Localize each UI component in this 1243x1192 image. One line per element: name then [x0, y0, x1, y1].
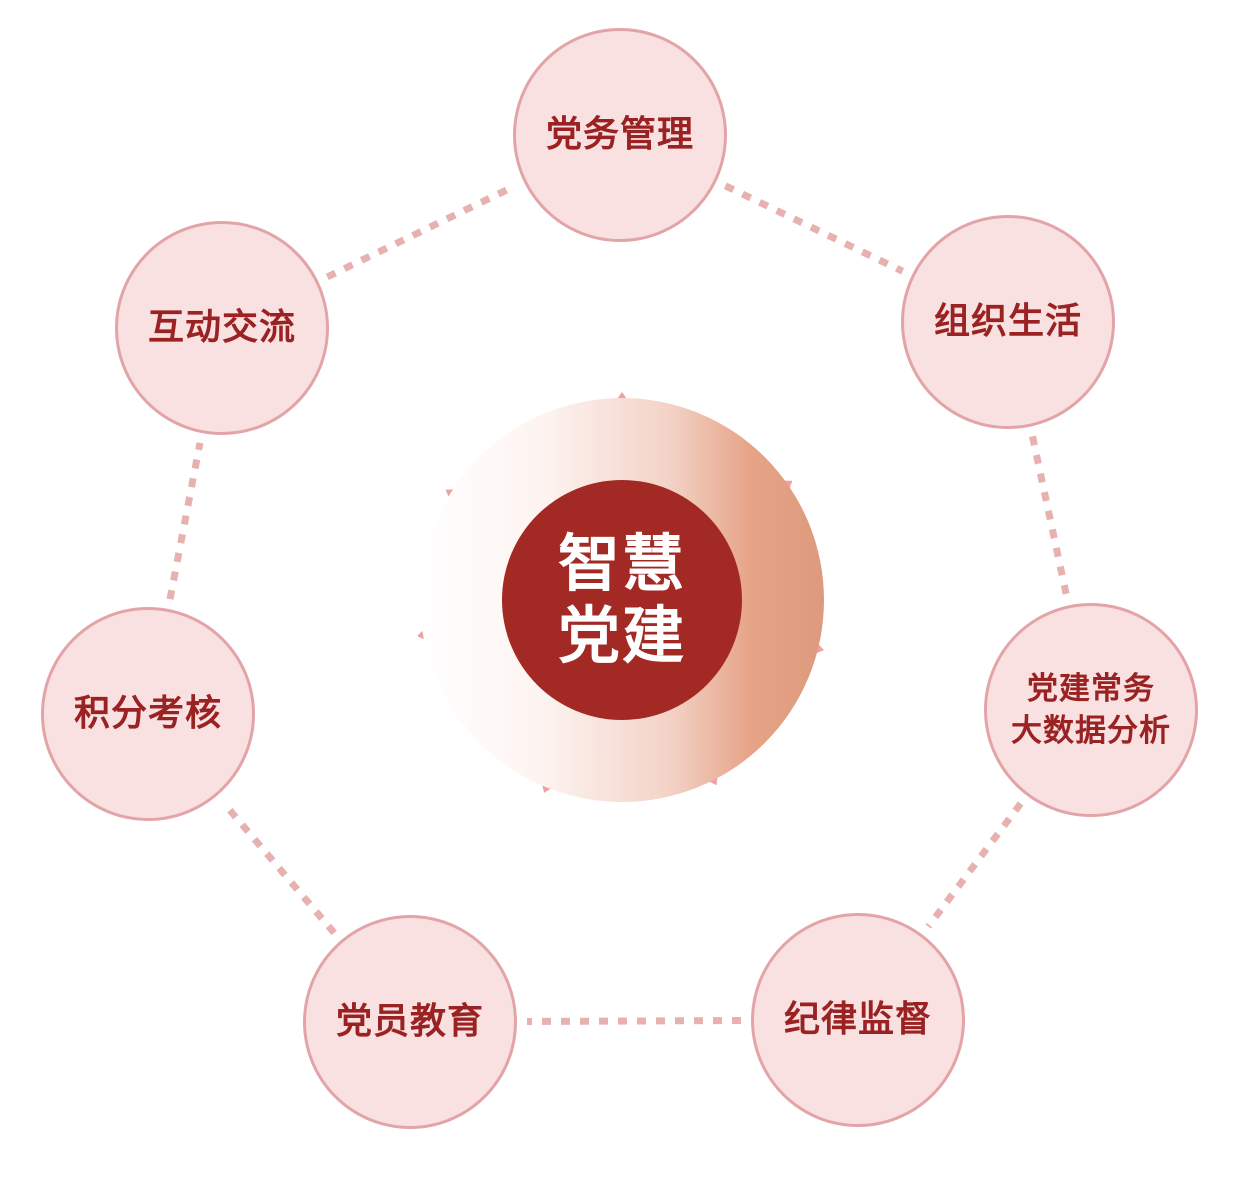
node-party-affairs[interactable]: 党务管理	[513, 28, 727, 242]
node-org-life[interactable]: 组织生活	[901, 215, 1115, 429]
node-label: 组织生活	[933, 301, 1082, 342]
center-title-line: 党建	[557, 599, 686, 672]
center-title-line: 智慧	[557, 527, 686, 600]
node-label: 党建常务	[1027, 671, 1155, 707]
node-label: 党员教育	[335, 1001, 484, 1042]
node-label: 互动交流	[147, 307, 296, 348]
node-label: 纪律监督	[783, 999, 932, 1040]
ring-connector	[325, 182, 517, 281]
ring-connector	[1029, 435, 1070, 597]
node-label: 党务管理	[545, 114, 694, 155]
node-education[interactable]: 党员教育	[303, 915, 517, 1129]
ring-connector	[526, 1017, 742, 1025]
center-circle[interactable]: 智慧 党建	[502, 480, 742, 720]
dashed-ring	[166, 182, 1070, 1025]
node-label: 积分考核	[73, 693, 222, 734]
ring-connector	[925, 801, 1024, 929]
ring-connector	[221, 800, 337, 936]
node-discipline[interactable]: 纪律监督	[751, 913, 965, 1127]
node-points[interactable]: 积分考核	[41, 607, 255, 821]
node-big-data[interactable]: 党建常务大数据分析	[984, 603, 1198, 817]
node-label: 大数据分析	[1011, 713, 1171, 749]
node-interaction[interactable]: 互动交流	[115, 221, 329, 435]
ring-connector	[723, 182, 905, 275]
ring-connector	[166, 442, 204, 600]
